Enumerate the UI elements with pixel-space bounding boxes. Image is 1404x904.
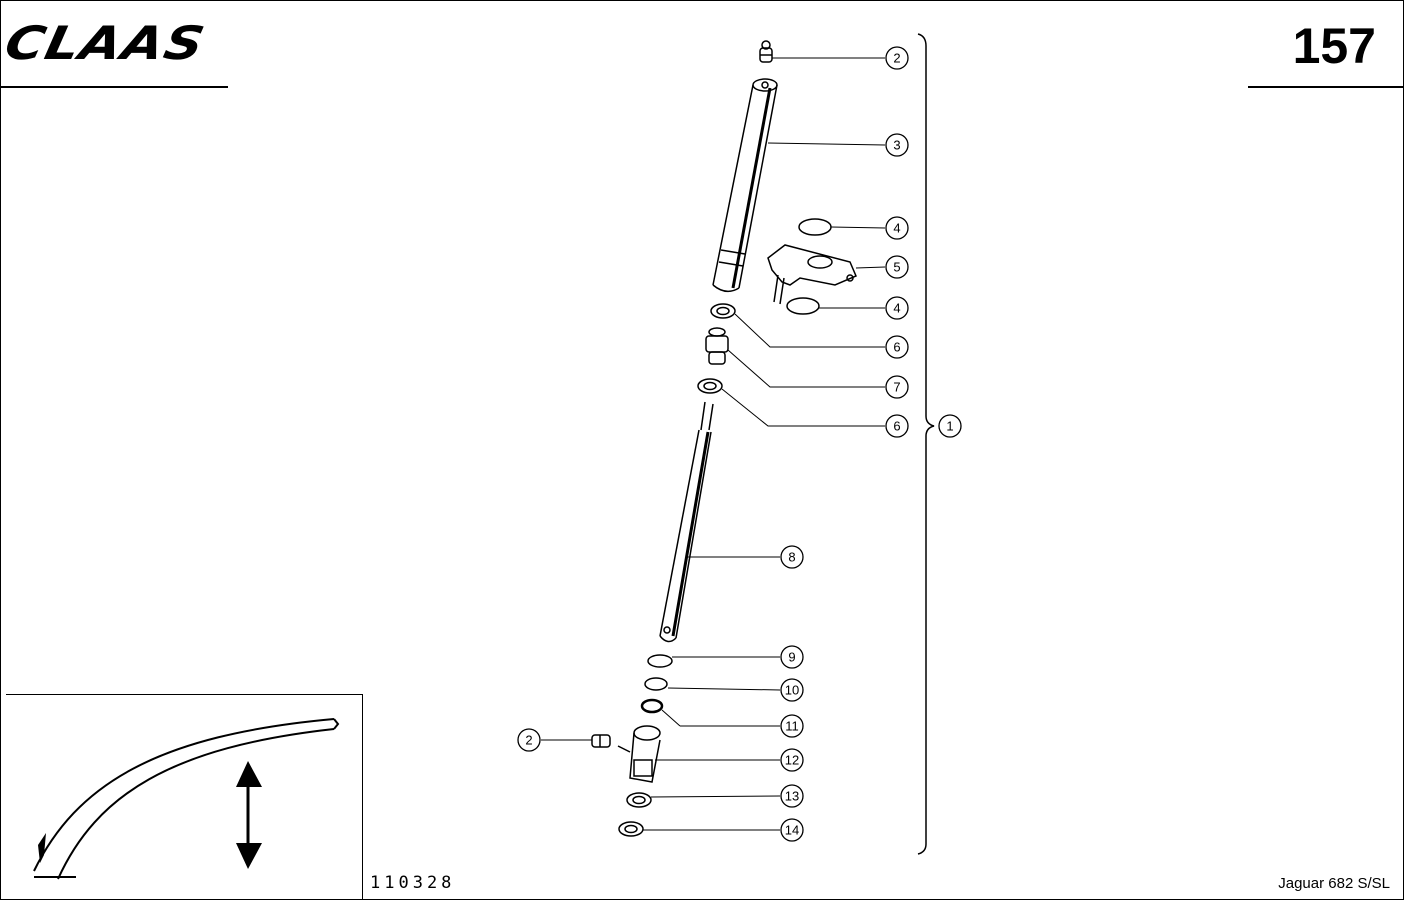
svg-text:3: 3 [893, 138, 900, 153]
callout-6-upper: 6 [885, 335, 909, 359]
svg-text:14: 14 [785, 823, 799, 838]
svg-text:13: 13 [785, 789, 799, 804]
callout-4-lower: 4 [885, 296, 909, 320]
callout-7: 7 [885, 375, 909, 399]
callout-4-upper: 4 [885, 216, 909, 240]
part-ring-upper [798, 218, 832, 236]
inset-arrow-up [236, 761, 262, 787]
part-ring-10 [644, 677, 668, 691]
part-housing [617, 725, 661, 783]
page-number-underline [1248, 86, 1404, 88]
part-tube [712, 78, 778, 293]
svg-text:7: 7 [893, 380, 900, 395]
svg-text:8: 8 [788, 550, 795, 565]
location-inset [6, 694, 363, 899]
callout-13: 13 [780, 784, 804, 808]
page-number: 157 [1292, 18, 1376, 74]
inset-location-marker [38, 833, 46, 863]
svg-text:2: 2 [525, 733, 532, 748]
callout-10: 10 [780, 678, 804, 702]
logo-underline [0, 86, 228, 88]
svg-text:1: 1 [946, 419, 953, 434]
callout-6-lower: 6 [885, 414, 909, 438]
callout-5: 5 [885, 255, 909, 279]
model-name: Jaguar 682 S/SL [1278, 875, 1390, 892]
inset-spout-outer [33, 718, 335, 872]
svg-text:2: 2 [893, 51, 900, 66]
callout-1: 1 [938, 414, 962, 438]
leader-lines [541, 57, 886, 831]
part-fitting [705, 327, 729, 365]
svg-text:6: 6 [893, 419, 900, 434]
callout-14: 14 [780, 818, 804, 842]
part-grease-nipple-top [759, 40, 773, 63]
part-ring-11 [640, 698, 664, 714]
part-clamp [767, 244, 857, 305]
inset-arrow-down [236, 843, 262, 869]
svg-text:4: 4 [893, 221, 900, 236]
part-washer-upper [710, 303, 736, 319]
part-washer-lower [697, 378, 723, 394]
callout-3: 3 [885, 133, 909, 157]
callout-9: 9 [780, 645, 804, 669]
assembly-brace [917, 33, 935, 855]
part-rod [659, 401, 714, 643]
callout-12: 12 [780, 748, 804, 772]
callout-8: 8 [780, 545, 804, 569]
callout-2-top: 2 [885, 46, 909, 70]
part-nut-13 [626, 792, 652, 808]
svg-text:9: 9 [788, 650, 795, 665]
inset-drawing [33, 718, 340, 880]
inset-spout-inner [57, 728, 335, 880]
inset-spout-tip [333, 718, 340, 730]
drawing-id: 110328 [370, 873, 456, 893]
callouts: 2 3 4 5 4 6 7 6 [517, 46, 962, 842]
part-grease-nipple-lower [591, 734, 611, 748]
part-nut-14 [618, 821, 644, 837]
svg-text:6: 6 [893, 340, 900, 355]
callout-2-lower: 2 [517, 728, 541, 752]
callout-11: 11 [780, 714, 804, 738]
svg-text:12: 12 [785, 753, 799, 768]
svg-text:5: 5 [893, 260, 900, 275]
part-ring-lower [786, 297, 820, 315]
svg-text:10: 10 [785, 683, 799, 698]
svg-text:4: 4 [893, 301, 900, 316]
part-ring-9 [647, 654, 673, 668]
svg-text:11: 11 [785, 719, 799, 734]
